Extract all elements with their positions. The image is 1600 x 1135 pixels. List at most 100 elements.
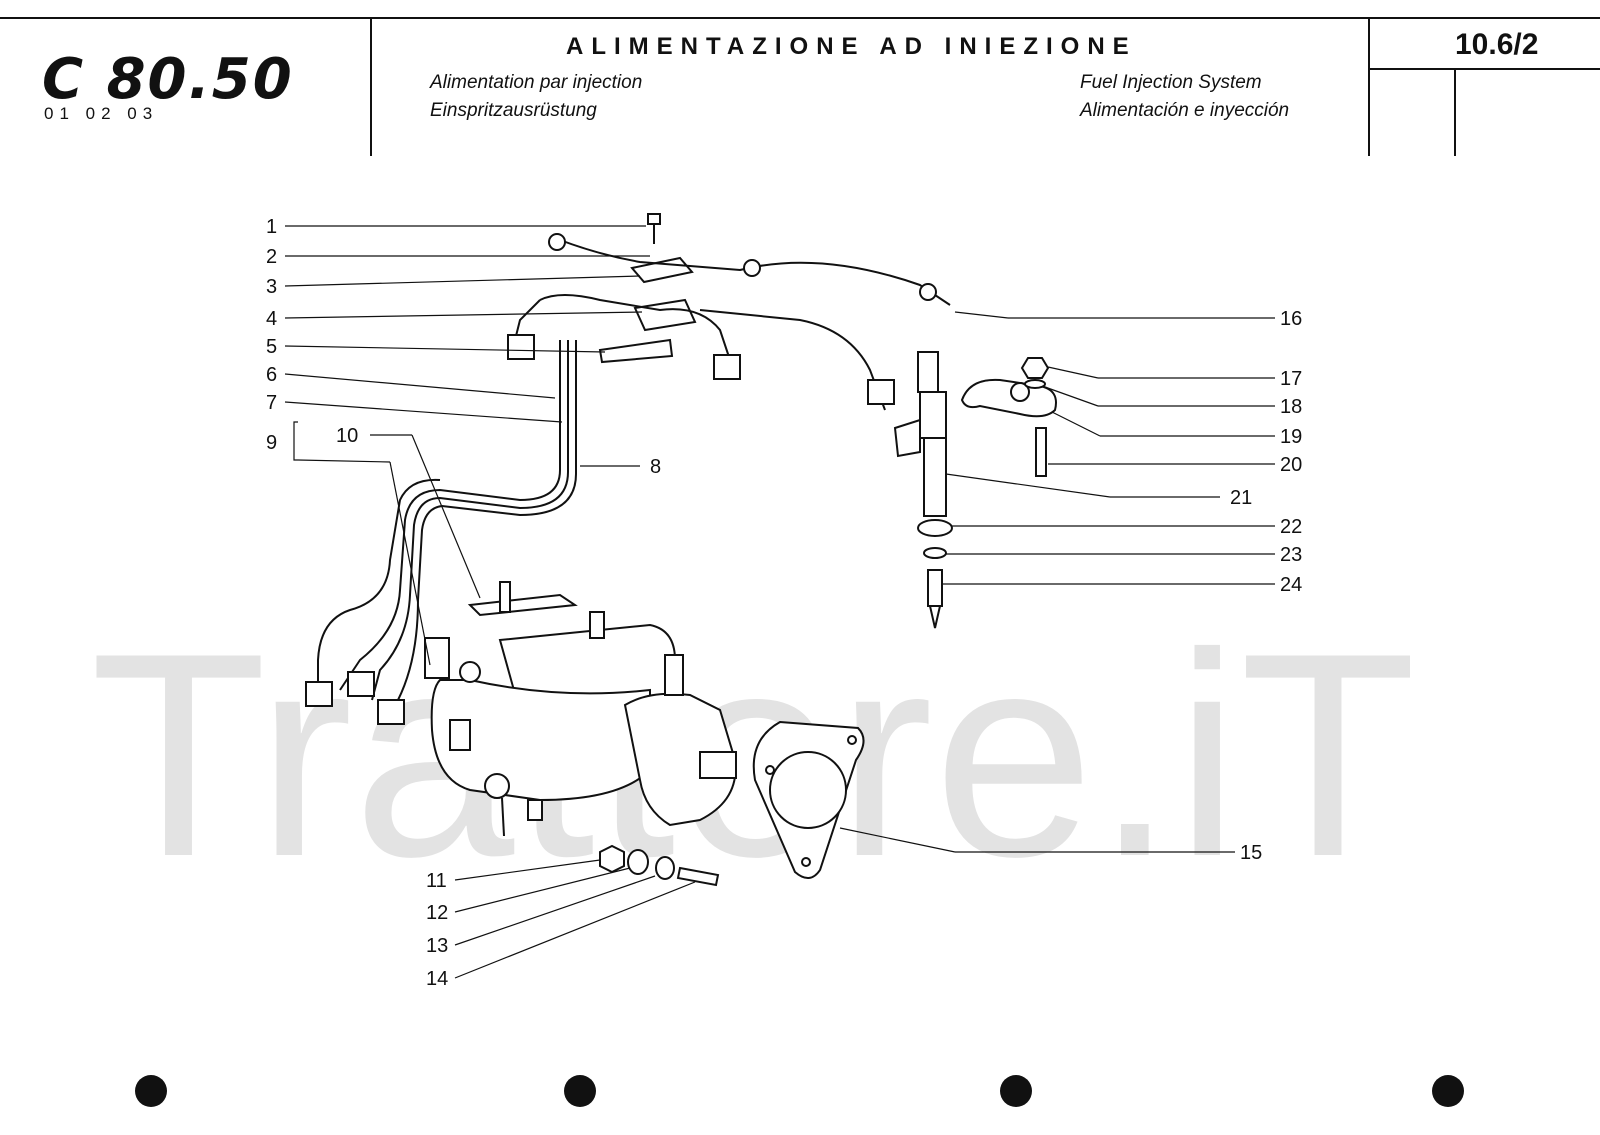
part-throttle-lever bbox=[467, 593, 578, 617]
part-gasket-hole bbox=[847, 735, 857, 745]
part-injector-pipe bbox=[391, 340, 577, 716]
leader-12 bbox=[454, 867, 631, 913]
leader-9 bbox=[297, 459, 391, 463]
callout-22: 22 bbox=[1280, 516, 1302, 538]
callout-16: 16 bbox=[1280, 308, 1302, 330]
part-fitting bbox=[527, 799, 543, 821]
leader-9b bbox=[389, 461, 431, 666]
part-injector-pipe bbox=[699, 309, 886, 411]
leader-11 bbox=[454, 859, 601, 881]
page-number: 10.6/2 bbox=[1455, 28, 1539, 61]
callout-leaders bbox=[284, 225, 1275, 979]
part-bleed-screw-stem bbox=[501, 797, 505, 837]
subtitle-spanish: Alimentación e inyección bbox=[1080, 100, 1290, 121]
subtitle-french: Alimentation par injection bbox=[430, 72, 643, 93]
part-washer bbox=[923, 547, 947, 559]
part-stud bbox=[1035, 427, 1047, 477]
part-banjo-fitting bbox=[919, 283, 937, 301]
page-box-divider bbox=[1454, 68, 1456, 156]
callout-9: 9 bbox=[266, 432, 277, 454]
callout-12: 12 bbox=[426, 902, 448, 924]
callout-24: 24 bbox=[1280, 574, 1302, 596]
callout-10: 10 bbox=[336, 425, 358, 447]
part-pipe-nut bbox=[867, 379, 895, 405]
callout-3: 3 bbox=[266, 276, 277, 298]
subtitle-german: Einspritzausrüstung bbox=[430, 100, 597, 121]
header-divider-right bbox=[1368, 17, 1370, 156]
leader-21 bbox=[945, 473, 1111, 498]
callout-13: 13 bbox=[426, 935, 448, 957]
callout-4: 4 bbox=[266, 308, 277, 330]
part-bracket-hole bbox=[1010, 382, 1030, 402]
part-seal bbox=[917, 519, 953, 537]
callout-14: 14 bbox=[426, 968, 448, 990]
part-flange-washer bbox=[627, 849, 649, 875]
part-pump-housing bbox=[430, 679, 651, 802]
part-pipe-nut bbox=[377, 699, 405, 725]
part-injector-inlet bbox=[893, 418, 921, 458]
callout-8: 8 bbox=[650, 456, 661, 478]
part-gasket-hole bbox=[765, 765, 775, 775]
callout-19: 19 bbox=[1280, 426, 1302, 448]
part-bleed-screw bbox=[484, 773, 510, 799]
header-top-rule bbox=[0, 17, 1600, 19]
part-pipe-union bbox=[459, 661, 481, 683]
leader-4 bbox=[284, 311, 643, 319]
part-injector-top bbox=[917, 351, 939, 393]
part-flange-lockwasher bbox=[655, 856, 675, 880]
part-pipe-nut bbox=[507, 334, 535, 360]
model-logo: C 80.50 bbox=[42, 47, 294, 112]
leader-13 bbox=[454, 875, 656, 946]
punch-hole bbox=[564, 1075, 596, 1107]
part-nozzle-tip bbox=[929, 605, 941, 629]
part-clamp-plate bbox=[598, 338, 674, 364]
callout-17: 17 bbox=[1280, 368, 1302, 390]
leader-3 bbox=[284, 275, 641, 287]
part-banjo-fitting bbox=[548, 233, 566, 251]
callout-18: 18 bbox=[1280, 396, 1302, 418]
watermark: Trattore.iT bbox=[90, 593, 1417, 917]
part-gasket-hole bbox=[801, 857, 811, 867]
part-injector-pipe bbox=[371, 340, 569, 701]
callout-15: 15 bbox=[1240, 842, 1262, 864]
part-pipe-nut bbox=[305, 681, 333, 707]
punch-hole bbox=[135, 1075, 167, 1107]
part-pump-drive-shaft bbox=[699, 751, 737, 779]
callout-21: 21 bbox=[1230, 487, 1252, 509]
callout-6: 6 bbox=[266, 364, 277, 386]
leader-18 bbox=[1044, 386, 1099, 407]
punch-hole bbox=[1000, 1075, 1032, 1107]
part-screw bbox=[589, 611, 605, 639]
page-box-rule bbox=[1368, 68, 1600, 70]
part-lever-pin bbox=[499, 581, 511, 613]
page-header: C 80.50 01 02 03 ALIMENTAZIONE AD INIEZI… bbox=[0, 0, 1600, 156]
callout-1: 1 bbox=[266, 216, 277, 238]
bracket-9 bbox=[293, 421, 298, 461]
part-injector-pipe bbox=[539, 294, 731, 361]
leader-5 bbox=[284, 345, 606, 353]
callout-20: 20 bbox=[1280, 454, 1302, 476]
part-injector-pipe bbox=[514, 299, 541, 341]
part-banjo-fitting bbox=[743, 259, 761, 277]
part-pipe-nut bbox=[347, 671, 375, 697]
leader-19 bbox=[1051, 411, 1101, 437]
part-lower-clamp bbox=[633, 298, 697, 332]
punch-hole bbox=[1432, 1075, 1464, 1107]
part-injector-body bbox=[919, 391, 947, 439]
header-divider-left bbox=[370, 17, 372, 156]
part-gasket-bore bbox=[769, 751, 847, 829]
part-pipe-nut bbox=[713, 354, 741, 380]
part-injector-pipe bbox=[317, 478, 441, 690]
part-drain-plug bbox=[449, 719, 471, 751]
callout-7: 7 bbox=[266, 392, 277, 414]
part-injector-pipe bbox=[339, 340, 561, 691]
leader-7 bbox=[284, 401, 563, 423]
callout-2: 2 bbox=[266, 246, 277, 268]
leader-14 bbox=[454, 881, 696, 979]
page-title: ALIMENTAZIONE AD INIEZIONE bbox=[566, 33, 1137, 60]
callout-labels: 1 2 3 4 5 6 7 8 9 10 11 12 13 14 15 16 1… bbox=[266, 216, 1302, 990]
subtitle-english: Fuel Injection System bbox=[1080, 72, 1262, 93]
parts-drawing bbox=[305, 213, 1057, 887]
callout-5: 5 bbox=[266, 336, 277, 358]
